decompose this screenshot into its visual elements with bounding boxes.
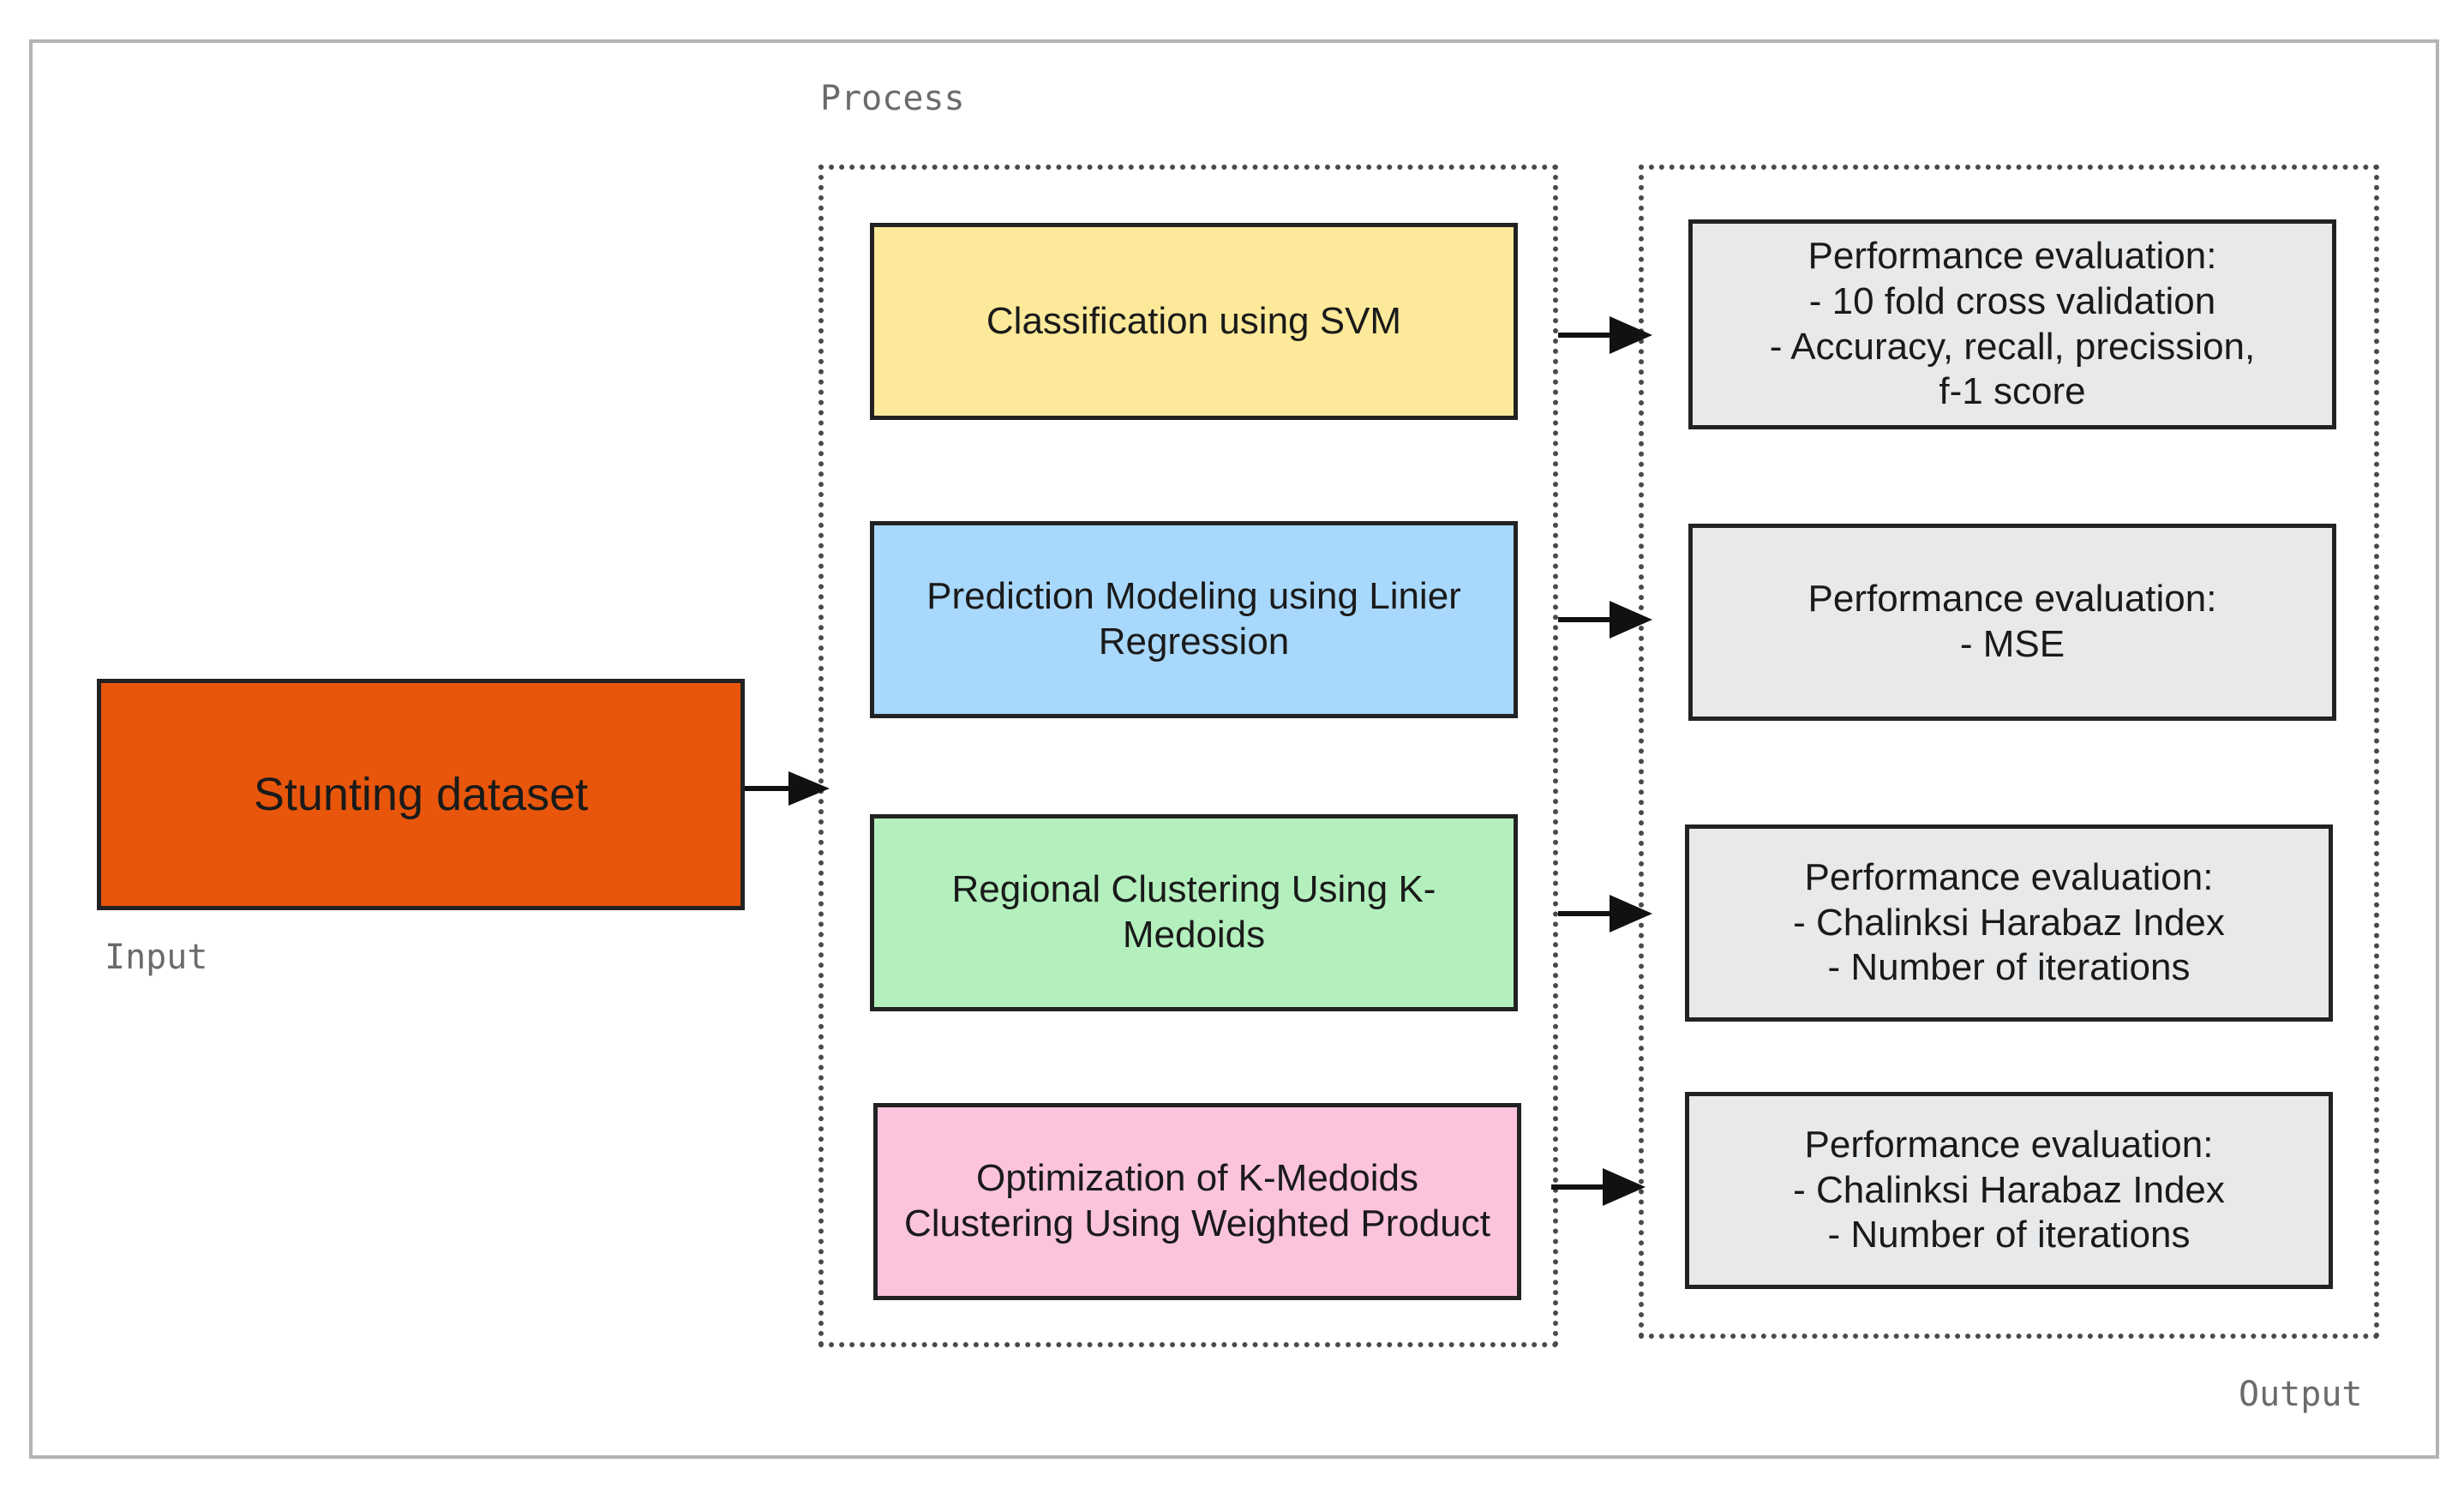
process-node-linear-regression: Prediction Modeling using Linier Regress… (870, 521, 1518, 718)
process-group (818, 165, 1558, 1347)
process-node-svm-classification: Classification using SVM (870, 223, 1518, 420)
output-node-optimization-evaluation: Performance evaluation: - Chalinksi Hara… (1685, 1092, 2333, 1289)
input-node-stunting-dataset: Stunting dataset (97, 679, 745, 910)
output-group-label: Output (2239, 1375, 2363, 1414)
process-node-label: Classification using SVM (986, 299, 1402, 342)
output-node-label: Performance evaluation: - Chalinksi Hara… (1793, 1123, 2225, 1256)
output-node-label: Performance evaluation: - Chalinksi Hara… (1793, 855, 2225, 989)
output-node-svm-evaluation: Performance evaluation: - 10 fold cross … (1688, 219, 2336, 429)
output-node-clustering-evaluation: Performance evaluation: - Chalinksi Hara… (1685, 824, 2333, 1022)
process-group-label: Process (820, 79, 965, 118)
process-node-label: Prediction Modeling using Linier Regress… (926, 575, 1461, 663)
process-node-label: Optimization of K-Medoids Clustering Usi… (904, 1157, 1490, 1244)
output-node-label: Performance evaluation: - 10 fold cross … (1769, 234, 2256, 413)
output-group (1639, 165, 2379, 1339)
process-node-label: Regional Clustering Using K- Medoids (951, 868, 1436, 956)
diagram-frame (29, 39, 2439, 1459)
process-node-weighted-product-optimization: Optimization of K-Medoids Clustering Usi… (873, 1103, 1521, 1300)
input-group-label: Input (105, 938, 208, 977)
input-node-label: Stunting dataset (253, 768, 589, 820)
output-node-label: Performance evaluation: - MSE (1808, 578, 2217, 665)
process-node-kmedoids-clustering: Regional Clustering Using K- Medoids (870, 814, 1518, 1011)
output-node-regression-evaluation: Performance evaluation: - MSE (1688, 524, 2336, 721)
